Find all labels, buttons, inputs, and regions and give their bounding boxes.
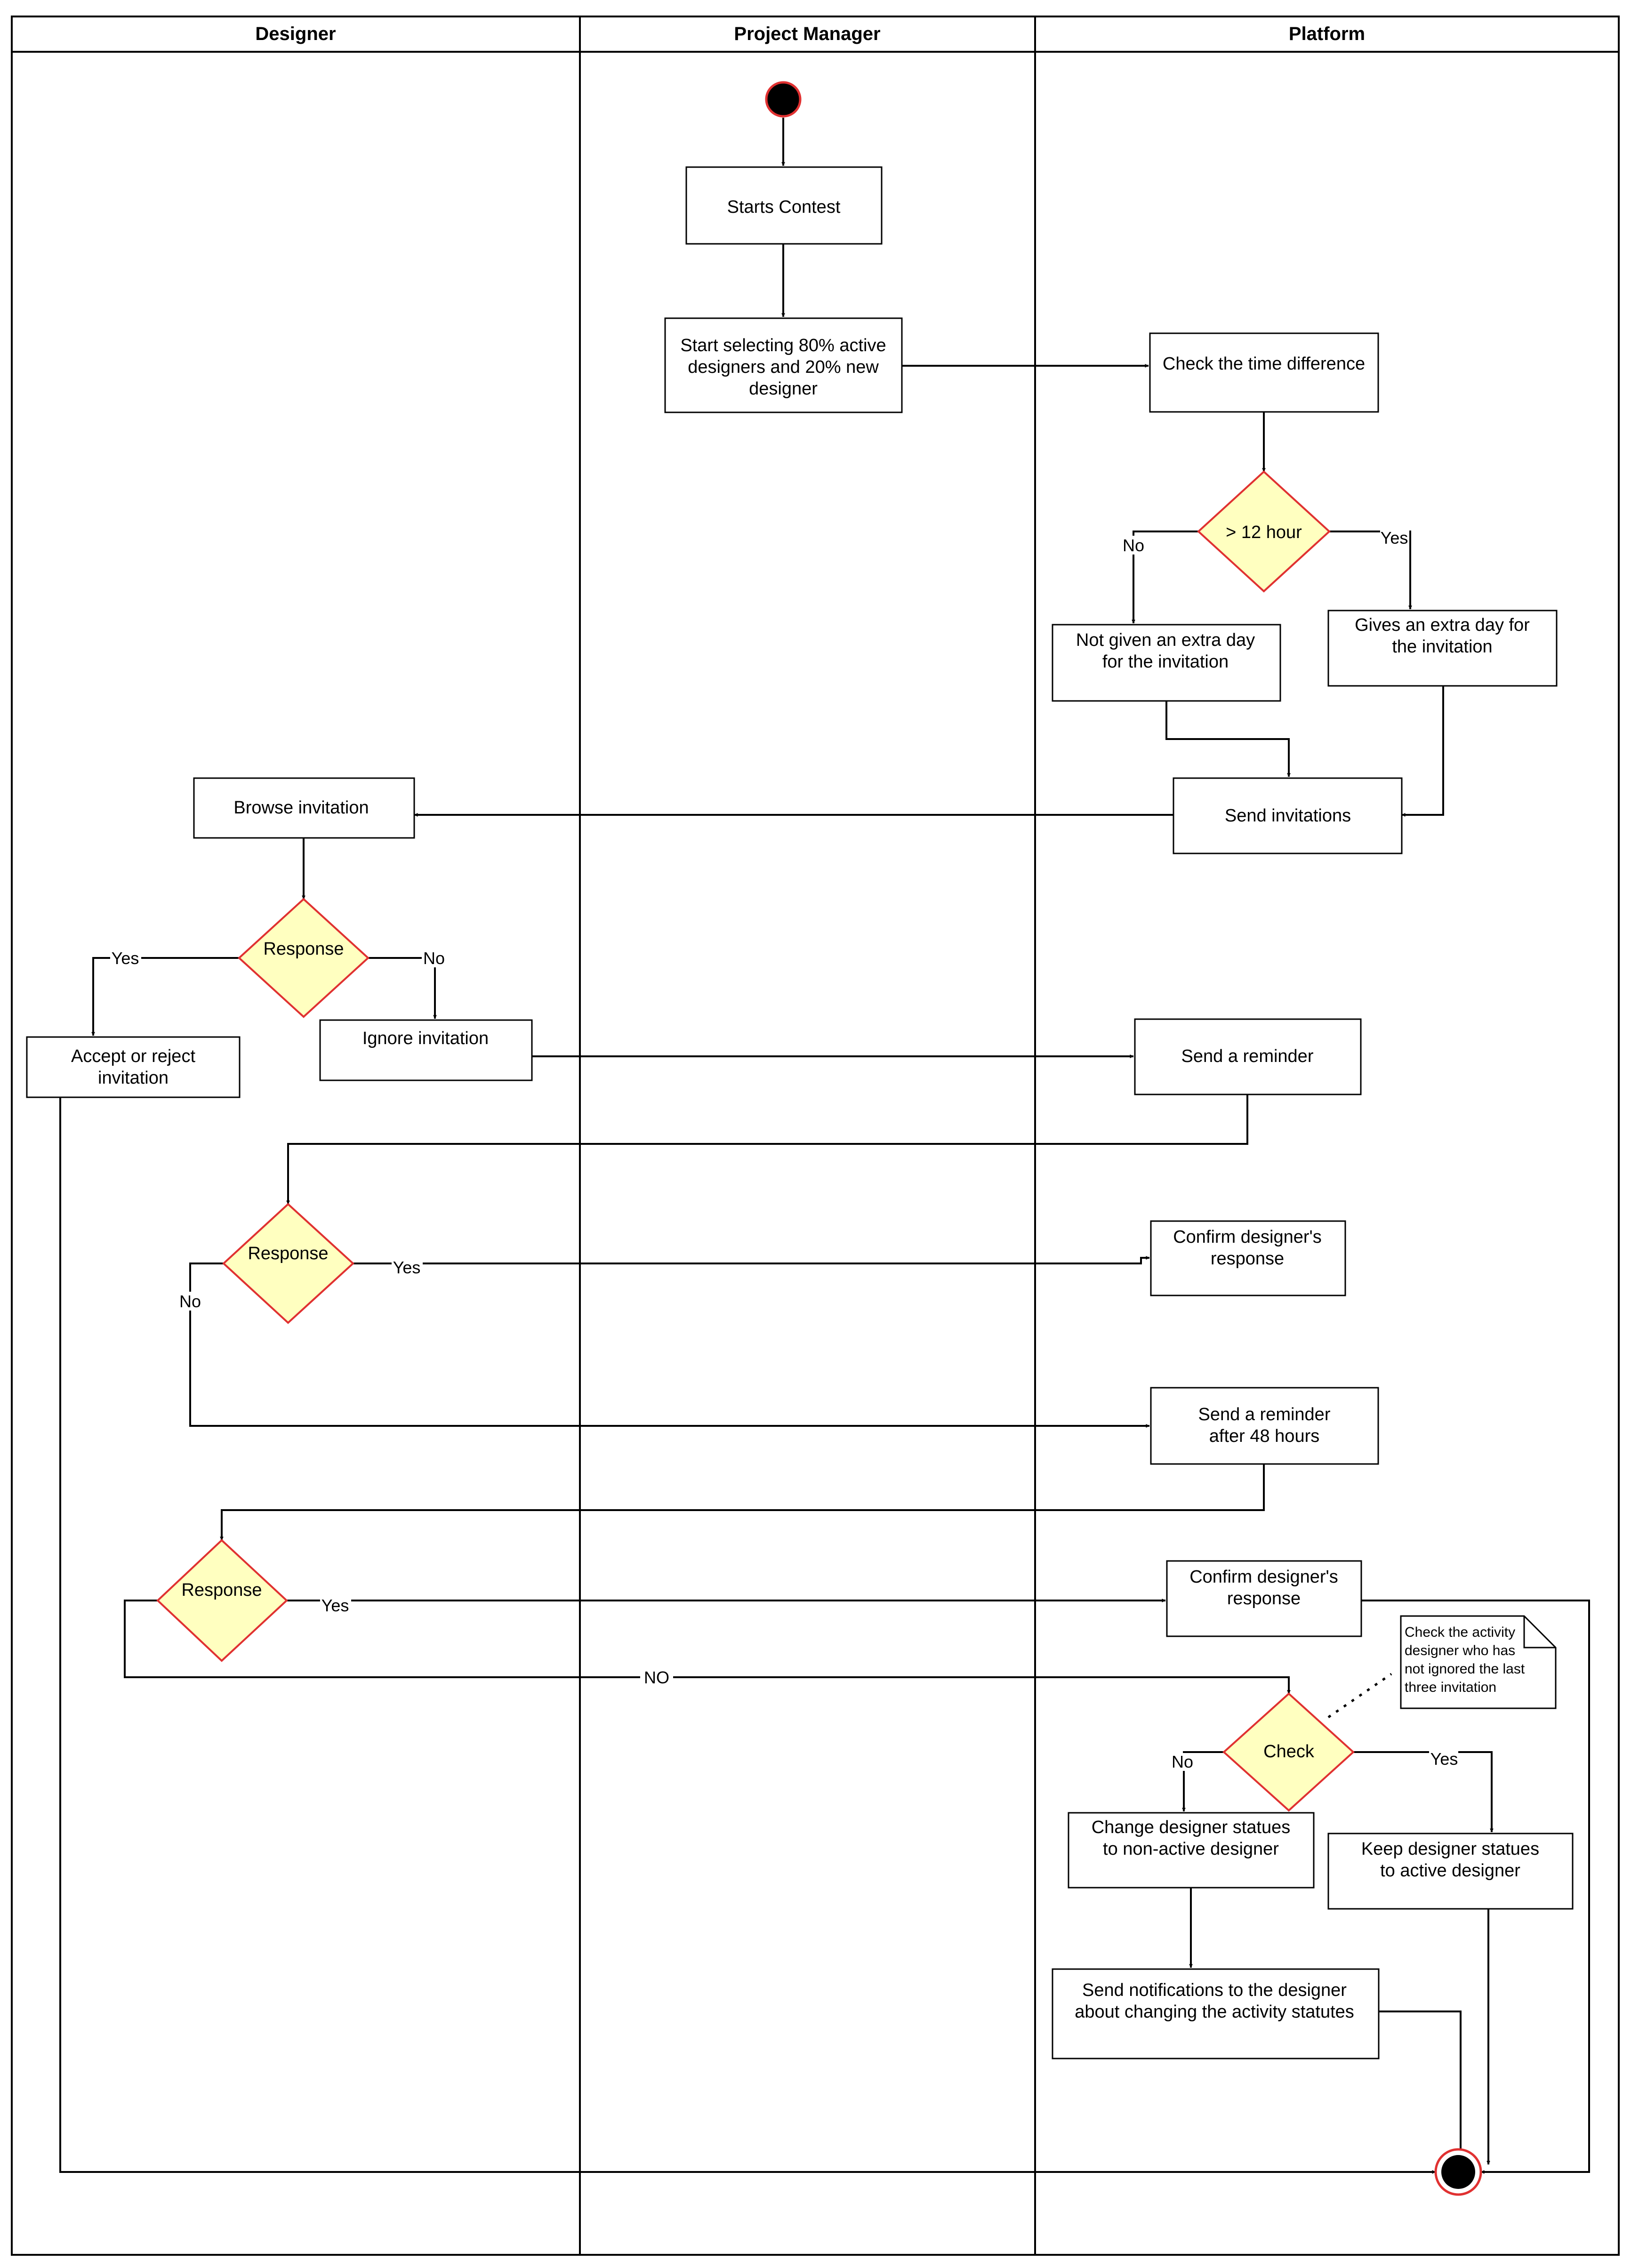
decision-response-1 [238,898,370,1018]
node-change-non-active [1068,1812,1315,1889]
label-response2-yes: Yes [393,1258,421,1277]
node-confirm-response-1 [1150,1220,1346,1296]
edge-confirm2-to-end [1361,1600,1590,2174]
note-shape [1400,1615,1557,1709]
label-response3-no: NO [644,1668,669,1687]
node-ignore-invitation [319,1019,533,1081]
label-send-invitations: Send invitations [1225,806,1351,826]
terminals [765,81,1482,2196]
decisions [156,470,1355,1812]
decision-12-hour [1197,470,1331,593]
edges [59,118,1590,2174]
node-check-time [1149,332,1379,413]
lane-title-project-manager: Project Manager [734,24,880,44]
label-starts-contest: Starts Contest [727,197,841,217]
edge-check-yes [1353,1751,1494,1833]
label-response-2: Response [248,1244,328,1263]
actions [26,166,1574,2059]
label-check-time: Check the time difference [1163,354,1365,374]
edge-decision-yes [1329,531,1412,610]
end-node-core [1441,2155,1475,2189]
pool-border [11,16,1620,2256]
node-send-reminder [1134,1018,1362,1095]
node-select-designers [664,317,903,413]
label-browse-invitation: Browse invitation [233,798,369,818]
edge-accept-to-end [59,1097,1436,2174]
swimlanes: Designer Project Manager Platform [11,16,1620,2256]
edge-response2-yes [353,1256,1150,1264]
label-12-hour: > 12 hour [1226,523,1302,542]
label-12h-yes: Yes [1381,528,1408,547]
edge-labels: No Yes Yes No Yes No Yes NO No Yes [110,528,1458,1771]
label-response2-no: No [179,1292,201,1311]
node-send-notifications [1052,1968,1380,2059]
node-browse-invitation [193,777,415,839]
label-check-no: No [1172,1752,1193,1771]
label-send-reminder: Send a reminder [1181,1046,1314,1066]
node-confirm-response-2 [1166,1560,1362,1637]
edge-reminder-to-response2 [286,1094,1248,1205]
edge-notify-to-end [1379,2011,1462,2156]
edge-gives-to-send [1401,686,1444,817]
node-not-given-extra-day [1052,624,1281,702]
node-send-reminder-48h [1150,1387,1379,1465]
label-check: Check [1263,1742,1315,1761]
decision-check [1222,1692,1355,1812]
edge-response2-no [189,1263,1150,1428]
edge-reminder48-to-response3 [220,1464,1265,1541]
edge-not-given-to-send [1165,701,1291,777]
note [1400,1615,1557,1709]
decision-response-2 [222,1203,354,1324]
label-response-3: Response [181,1580,262,1600]
edge-response3-no [124,1600,1291,1694]
start-node [765,81,802,118]
node-keep-active [1327,1833,1574,1910]
label-response-1: Response [263,939,344,959]
label-response1-no: No [423,949,445,968]
note-fold [1523,1616,1556,1649]
label-12h-no: No [1123,536,1144,555]
lane-title-platform: Platform [1289,24,1365,44]
node-gives-extra-day [1327,610,1558,687]
label-check-yes: Yes [1430,1749,1458,1769]
node-labels: Starts Contest Start selecting 80% activ… [71,197,1539,2022]
edge-check-no [1182,1751,1224,1812]
node-starts-contest [685,166,883,245]
node-accept-or-reject [26,1036,241,1098]
label-response3-yes: Yes [321,1596,349,1615]
node-send-invitations [1173,777,1403,854]
note-anchor-dotted [1327,1673,1392,1719]
lane-title-designer: Designer [255,24,336,44]
edge-response1-yes [91,957,239,1036]
label-response1-yes: Yes [112,949,139,968]
decision-response-3 [156,1539,288,1662]
edge-decision-no [1132,531,1198,624]
label-ignore-invitation: Ignore invitation [362,1029,489,1048]
